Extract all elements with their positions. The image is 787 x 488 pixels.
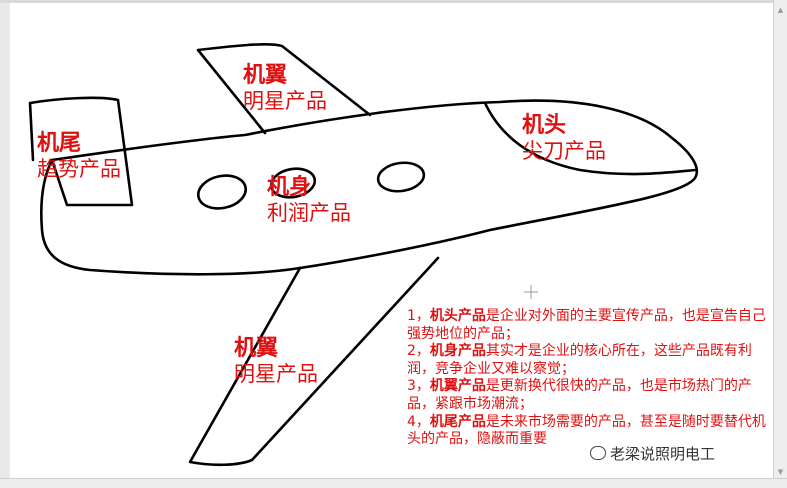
- label-tail: 机尾 趋势产品: [37, 131, 121, 182]
- note-item: 4，机尾产品是未来市场需要的产品，甚至是随时要替代机头的产品，隐蔽而重要: [407, 413, 766, 448]
- nose-divider: [483, 101, 698, 176]
- bottom-wing: [188, 256, 440, 467]
- label-wing-bottom-title: 机翼: [234, 336, 279, 361]
- label-wing-top-sub: 明星产品: [243, 89, 327, 113]
- horizontal-scrollbar[interactable]: [0, 478, 787, 488]
- note-item: 1，机头产品是企业对外面的主要宣传产品，也是宣告自己强势地位的产品；: [407, 308, 766, 342]
- cursor-crosshair-icon: [524, 285, 538, 299]
- label-wing-top: 机翼 明星产品: [243, 63, 327, 114]
- fuselage-outline: [40, 99, 699, 276]
- top-wing: [196, 43, 372, 135]
- scroll-up-icon[interactable]: ▲: [777, 6, 784, 14]
- window-middle: [269, 167, 317, 199]
- watermark: 老梁说照明电工: [590, 443, 715, 464]
- scroll-down-icon[interactable]: ▼: [777, 468, 784, 476]
- label-wing-bottom-sub: 明星产品: [234, 362, 318, 386]
- notes-list: 1，机头产品是企业对外面的主要宣传产品，也是宣告自己强势地位的产品； 2，机身产…: [407, 308, 777, 449]
- note-item: 2，机身产品其实才是企业的核心所在，这些产品既有利润，竞争企业又难以察觉；: [407, 343, 752, 377]
- tail-fin: [28, 96, 134, 207]
- label-head: 机头 尖刀产品: [522, 113, 606, 164]
- label-body: 机身 利润产品: [267, 175, 351, 226]
- label-wing-bottom: 机翼 明星产品: [234, 336, 318, 387]
- wechat-icon: [590, 446, 606, 460]
- label-tail-title: 机尾: [37, 131, 82, 156]
- note-item: 3，机翼产品是更新换代很快的产品，也是市场热门的产品，紧跟市场潮流；: [407, 378, 752, 412]
- label-head-sub: 尖刀产品: [522, 139, 606, 163]
- label-head-title: 机头: [522, 113, 567, 138]
- window-frame-top: [0, 0, 787, 3]
- watermark-text: 老梁说照明电工: [610, 445, 716, 463]
- label-tail-sub: 趋势产品: [37, 157, 121, 181]
- label-body-title: 机身: [267, 175, 312, 200]
- label-body-sub: 利润产品: [267, 201, 351, 225]
- window-frame-left: [0, 0, 10, 487]
- label-wing-top-title: 机翼: [243, 63, 288, 88]
- vertical-scrollbar[interactable]: [773, 0, 787, 487]
- window-right: [376, 161, 426, 193]
- window-left: [196, 174, 248, 210]
